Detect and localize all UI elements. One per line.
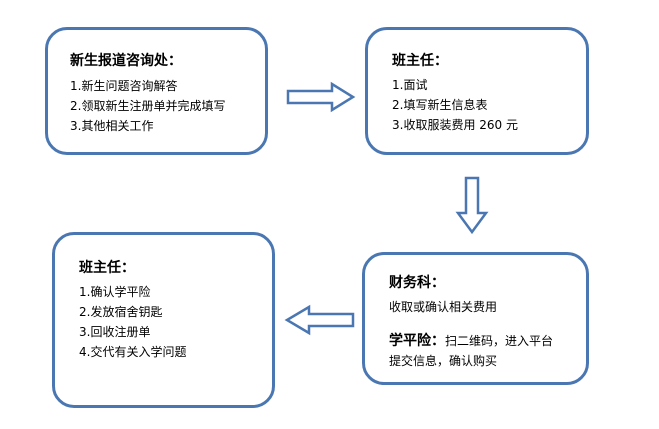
- registration-item-2: 2.领取新生注册单并完成填写: [70, 99, 226, 113]
- insurance-text-1: 扫二维码，进入平台: [445, 334, 554, 348]
- registration-desk-title: 新生报道咨询处：: [70, 53, 182, 69]
- class-teacher-2-title: 班主任：: [79, 260, 135, 276]
- class-teacher-box-2: 班主任： 1.确认学平险 2.发放宿舍钥匙 3.回收注册单 4.交代有关入学问题: [52, 232, 275, 408]
- class-teacher-1-item-2: 2.填写新生信息表: [392, 98, 488, 112]
- class-teacher-2-item-4: 4.交代有关入学问题: [79, 345, 187, 359]
- arrow-right-icon: [286, 81, 356, 113]
- class-teacher-box-1: 班主任： 1.面试 2.填写新生信息表 3.收取服装费用 260 元: [365, 27, 589, 155]
- class-teacher-1-item-3: 3.收取服装费用 260 元: [392, 118, 518, 132]
- class-teacher-2-item-3: 3.回收注册单: [79, 325, 151, 339]
- class-teacher-1-title: 班主任：: [392, 53, 448, 69]
- arrow-down-icon: [455, 176, 489, 235]
- finance-office-title: 财务科：: [389, 275, 445, 291]
- registration-desk-box: 新生报道咨询处： 1.新生问题咨询解答 2.领取新生注册单并完成填写 3.其他相…: [45, 27, 268, 155]
- insurance-line-1: 学平险：扫二维码，进入平台: [389, 331, 586, 351]
- arrow-left-icon: [284, 304, 355, 336]
- registration-item-1: 1.新生问题咨询解答: [70, 79, 178, 93]
- insurance-title: 学平险：: [389, 333, 445, 349]
- registration-item-3: 3.其他相关工作: [70, 119, 154, 133]
- finance-fee-line: 收取或确认相关费用: [389, 300, 498, 314]
- insurance-text-2: 提交信息，确认购买: [389, 354, 498, 368]
- finance-office-box: 财务科： 收取或确认相关费用 学平险：扫二维码，进入平台 提交信息，确认购买: [362, 252, 589, 385]
- class-teacher-2-item-1: 1.确认学平险: [79, 285, 151, 299]
- class-teacher-1-item-1: 1.面试: [392, 78, 428, 92]
- class-teacher-2-item-2: 2.发放宿舍钥匙: [79, 305, 163, 319]
